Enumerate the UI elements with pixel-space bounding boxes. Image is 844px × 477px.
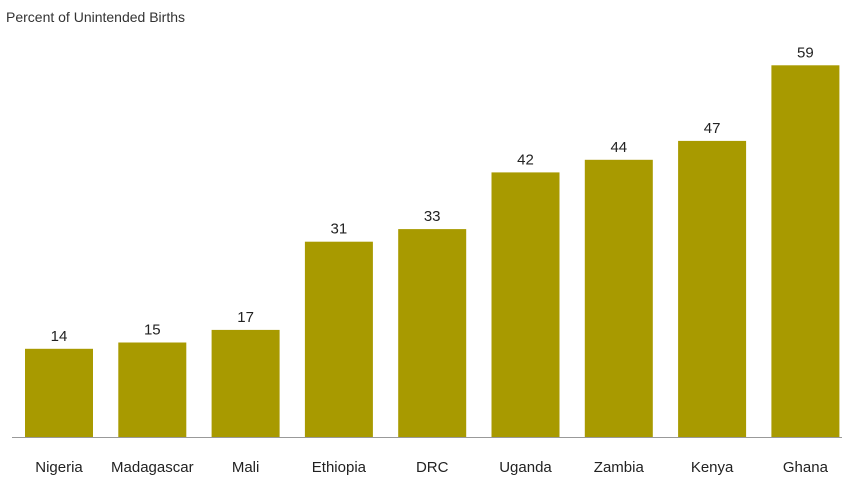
bar-ethiopia <box>304 241 373 437</box>
category-label-ghana: Ghana <box>783 459 829 476</box>
value-label-zambia: 44 <box>610 139 627 156</box>
bar-mali <box>211 329 280 437</box>
category-label-mali: Mali <box>232 459 260 476</box>
category-label-drc: DRC <box>416 459 449 476</box>
bar-drc <box>398 229 467 437</box>
value-label-drc: 33 <box>424 208 441 225</box>
value-label-madagascar: 15 <box>144 322 161 339</box>
value-label-kenya: 47 <box>704 120 721 137</box>
bar-madagascar <box>118 342 187 437</box>
bar-nigeria <box>25 348 93 437</box>
category-label-nigeria: Nigeria <box>35 459 83 476</box>
category-label-uganda: Uganda <box>499 459 552 476</box>
category-label-ethiopia: Ethiopia <box>312 459 367 476</box>
chart-title: Percent of Unintended Births <box>6 9 185 25</box>
value-label-ghana: 59 <box>797 44 814 61</box>
value-label-nigeria: 14 <box>51 328 68 345</box>
bar-zambia <box>584 159 653 438</box>
category-label-madagascar: Madagascar <box>111 459 194 476</box>
category-label-kenya: Kenya <box>691 459 734 476</box>
bar-ghana <box>771 65 840 438</box>
bar-kenya <box>678 140 747 437</box>
category-label-zambia: Zambia <box>594 459 645 476</box>
value-label-uganda: 42 <box>517 151 534 168</box>
value-label-ethiopia: 31 <box>331 221 348 238</box>
bar-uganda <box>491 172 560 437</box>
value-label-mali: 17 <box>237 309 254 326</box>
